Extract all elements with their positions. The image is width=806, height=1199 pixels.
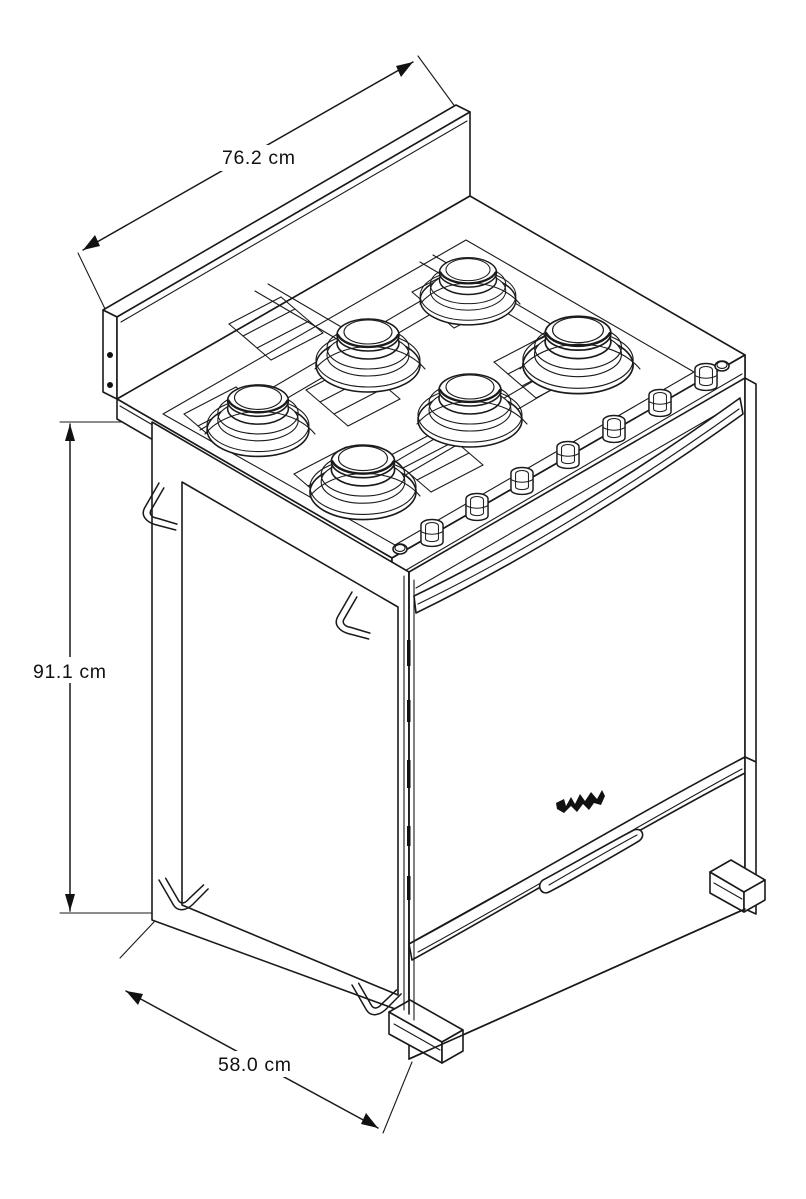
dimension-depth-label: 58.0 cm [218,1054,292,1076]
dimension-width: 76.2 cm [77,55,457,314]
extension-line [119,921,155,959]
label-backing [28,657,128,683]
label-backing [208,1051,310,1077]
drawer-handle[interactable] [538,828,644,894]
dimension-width-label: 76.2 cm [222,147,296,169]
drawer-bottom-edge [408,908,746,1060]
gas-range-illustration [102,104,766,1064]
oven-door-handle[interactable] [413,397,744,614]
arrowhead [65,424,75,441]
brand-wordmark [556,790,605,813]
arrowhead [83,235,100,250]
control-knob[interactable] [556,440,580,470]
arrowhead [396,62,413,77]
extension-line [77,252,108,314]
label-backing [210,145,312,171]
control-knob[interactable] [510,466,534,496]
control-knob[interactable] [694,362,718,392]
arrowhead [126,991,143,1005]
arrowhead [65,894,75,911]
door-hinge-seam [403,571,415,1021]
dimension-depth: 58.0 cm [119,921,413,1134]
control-knob[interactable] [465,492,489,522]
backsplash-panel [102,104,471,400]
dimension-height: 91.1 cm [28,421,153,914]
control-knob[interactable] [648,388,672,418]
leg-right [709,859,766,913]
extension-line [417,55,457,109]
control-knob[interactable] [420,518,444,548]
extension-line [382,1061,413,1134]
dimension-height-label: 91.1 cm [33,661,107,683]
indicator-light-right [714,360,730,372]
control-knob[interactable] [602,414,626,444]
grate-overlay-wires [204,282,641,497]
arrowhead [361,1113,378,1128]
indicator-light-left [392,543,408,555]
